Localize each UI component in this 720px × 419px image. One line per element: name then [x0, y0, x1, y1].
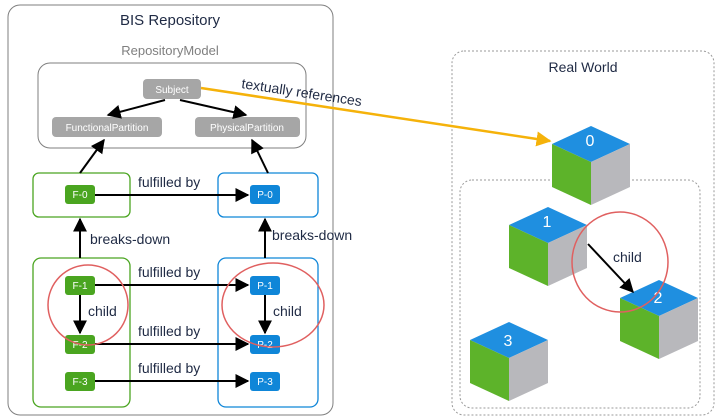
subject-label: Subject	[155, 85, 189, 96]
bis-repository-title: BIS Repository	[120, 12, 221, 29]
functional-child-label: child	[88, 303, 117, 319]
f3-label: F-3	[73, 377, 88, 388]
physical-child-highlight	[221, 262, 325, 348]
real-world-child-label: child	[613, 249, 642, 265]
physical-partition-box[interactable]	[195, 117, 300, 137]
functional-partition-box[interactable]	[52, 117, 162, 137]
p1-label: P-1	[257, 281, 273, 292]
repository-model-title: RepositoryModel	[121, 43, 219, 58]
cube-1-label: 1	[543, 214, 552, 231]
cube-3[interactable]: 3	[470, 322, 548, 401]
f0-box[interactable]	[65, 185, 95, 204]
physical-partition-label: PhysicalPartition	[210, 123, 284, 134]
f1-label: F-1	[73, 281, 88, 292]
f0-to-functional-partition-arrow	[79, 138, 105, 174]
p0-label: P-0	[257, 190, 273, 201]
f3-box[interactable]	[65, 372, 95, 391]
cube-1[interactable]: 1	[509, 207, 587, 286]
functional-child-highlight	[47, 264, 129, 346]
f2-label: F-2	[73, 340, 88, 351]
fulfilled-by-label-3: fulfilled by	[138, 360, 200, 376]
cube-2-label: 2	[654, 290, 663, 307]
real-world-title: Real World	[549, 59, 618, 75]
subject-to-physical-arrow	[179, 99, 248, 120]
cube-1-to-cube-2-child-arrow	[587, 243, 634, 294]
physical-breaks-down-label: breaks-down	[272, 227, 352, 243]
p1-box[interactable]	[250, 276, 280, 295]
cube-3-label: 3	[504, 333, 513, 350]
f0-label: F-0	[73, 190, 88, 201]
physical-children-frame	[217, 257, 319, 408]
subject-box[interactable]	[143, 79, 201, 99]
fulfilled-by-label-1: fulfilled by	[138, 264, 200, 280]
p3-box[interactable]	[250, 372, 280, 391]
functional-children-frame	[32, 257, 131, 408]
physical-child-label: child	[273, 303, 302, 319]
p2-label: P-2	[257, 340, 273, 351]
p2-box[interactable]	[250, 335, 280, 354]
p0-box[interactable]	[250, 185, 280, 204]
cube-0-label: 0	[586, 133, 595, 150]
textual-reference-arrow	[200, 86, 552, 147]
functional-breaks-down-label: breaks-down	[90, 231, 170, 247]
cube-0[interactable]: 0	[552, 126, 630, 205]
p3-label: P-3	[257, 377, 273, 388]
real-world-child-highlight	[571, 211, 669, 313]
fulfilled-by-label-2: fulfilled by	[138, 323, 200, 339]
cube-2[interactable]: 2	[620, 280, 698, 359]
f1-box[interactable]	[65, 276, 95, 295]
subject-to-functional-arrow	[106, 99, 166, 119]
fulfilled-by-label-0: fulfilled by	[138, 174, 200, 190]
functional-partition-label: FunctionalPartition	[66, 123, 149, 134]
p0-to-physical-partition-arrow	[251, 138, 269, 174]
